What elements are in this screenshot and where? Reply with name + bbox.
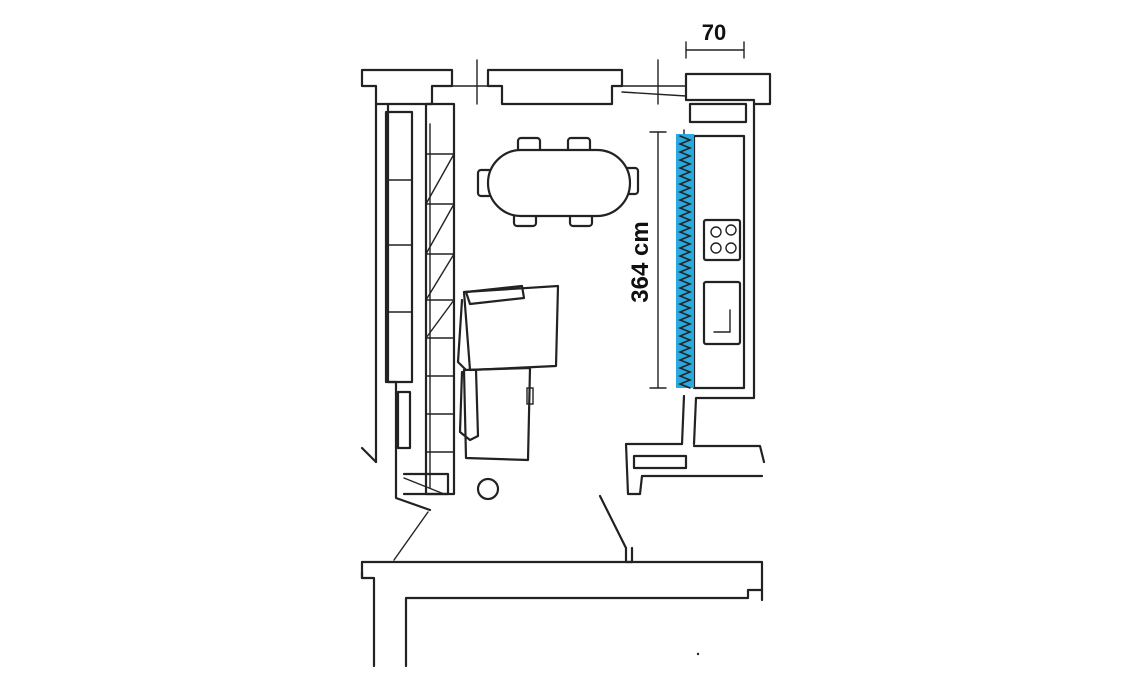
- cooktop-icon: [702, 218, 742, 262]
- kitchen-counter: [692, 134, 746, 390]
- bottom-wall: [360, 511, 764, 668]
- width-dimension-label: 70: [702, 20, 726, 45]
- highlighted-wall: [676, 134, 694, 389]
- top-wall: [360, 59, 772, 106]
- sofa: [456, 284, 560, 462]
- left-wall: [360, 102, 432, 512]
- dot-mark: [696, 652, 700, 656]
- length-dimension-label: 364 cm: [627, 221, 654, 302]
- length-dimension-line: [649, 131, 667, 389]
- width-dimension-line: [685, 41, 745, 59]
- dining-table: [476, 136, 640, 228]
- shelving-unit: [402, 102, 456, 496]
- side-table: [476, 477, 500, 501]
- sink-icon: [702, 280, 742, 346]
